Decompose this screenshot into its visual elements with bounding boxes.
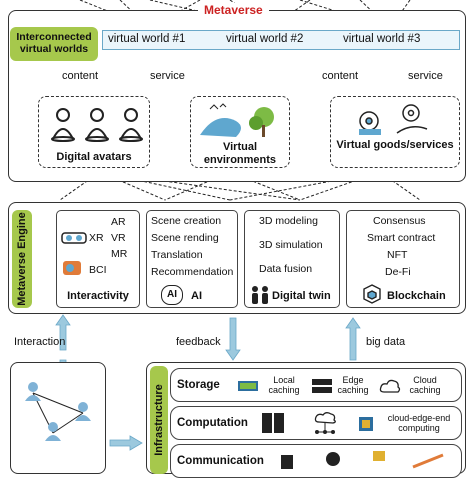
ai-title: AI xyxy=(191,290,202,302)
bci-label: BCI xyxy=(89,264,107,276)
blockchain-title: Blockchain xyxy=(387,290,446,302)
chip-icon xyxy=(359,417,373,431)
server-rack-icon xyxy=(262,413,284,433)
infrastructure-side-label: Infrastructure xyxy=(150,366,168,474)
avatars-icon xyxy=(51,108,143,142)
content-label-right: content xyxy=(322,70,359,82)
digital-twin-icon xyxy=(252,286,268,304)
vr-headset-icon xyxy=(61,232,87,244)
virtual-world-1: virtual world #1 xyxy=(108,33,186,45)
communication-title: Communication xyxy=(177,455,264,467)
engine-side-text: Metaverse Engine xyxy=(16,212,28,306)
blockchain-column: Consensus Smart contract NFT De-Fi Block… xyxy=(346,210,460,308)
computation-title: Computation xyxy=(177,417,248,429)
goods-services-icon xyxy=(359,104,428,135)
ai-item-scene-creation: Scene creation xyxy=(151,215,222,227)
ai-item-scene-rending: Scene rending xyxy=(151,232,219,244)
twin-item-3d-modeling: 3D modeling xyxy=(259,215,318,227)
digital-avatars-title: Digital avatars xyxy=(56,151,132,163)
digital-twin-column: 3D modeling 3D simulation Data fusion Di… xyxy=(244,210,340,308)
blockchain-item-defi: De-Fi xyxy=(385,266,411,278)
digital-avatars-box: Digital avatars xyxy=(38,96,150,168)
bci-icon xyxy=(63,261,81,275)
cloud-caching-icon xyxy=(379,379,401,393)
virtual-world-2: virtual world #2 xyxy=(226,33,304,45)
ai-badge-icon: AI xyxy=(161,285,183,305)
infrastructure-side-text: Infrastructure xyxy=(153,384,165,456)
blockchain-item-nft: NFT xyxy=(387,249,408,261)
users-network-box xyxy=(10,362,106,474)
local-caching-icon xyxy=(238,381,258,391)
twin-item-data-fusion: Data fusion xyxy=(259,263,313,275)
mr-label: MR xyxy=(111,248,128,260)
edge-caching-label: Edge caching xyxy=(337,375,369,395)
ai-item-translation: Translation xyxy=(151,249,203,261)
feedback-label: feedback xyxy=(176,336,221,348)
interaction-label: Interaction xyxy=(14,336,66,348)
virtual-world-3: virtual world #3 xyxy=(343,33,421,45)
virtual-worlds-bar xyxy=(102,30,460,50)
metaverse-title: Metaverse xyxy=(198,3,269,17)
ar-label: AR xyxy=(111,216,126,228)
virtual-environments-title: Virtual environments xyxy=(203,141,277,166)
cloud-caching-label: Cloud caching xyxy=(409,375,441,395)
edge-caching-icon xyxy=(312,379,332,393)
virtual-goods-title: Virtual goods/services xyxy=(336,139,454,151)
interactivity-column: XR AR VR MR BCI Interactivity xyxy=(56,210,140,308)
storage-title: Storage xyxy=(177,379,220,391)
vr-label: VR xyxy=(111,232,126,244)
interconnected-worlds-label: Interconnected virtual worlds xyxy=(10,27,98,61)
blockchain-item-smart-contract: Smart contract xyxy=(367,232,436,244)
users-network-icon xyxy=(25,382,91,441)
blockchain-item-consensus: Consensus xyxy=(373,215,426,227)
twin-item-3d-simulation: 3D simulation xyxy=(259,239,323,251)
communication-row: Communication xyxy=(170,444,462,478)
cloud-network-icon xyxy=(314,412,336,434)
ai-column: Scene creation Scene rending Translation… xyxy=(146,210,238,308)
big-data-label: big data xyxy=(366,336,406,348)
communication-icons xyxy=(281,451,444,469)
engine-side-label: Metaverse Engine xyxy=(12,210,32,308)
local-caching-label: Local caching xyxy=(268,375,300,395)
ai-item-recommendation: Recommendation xyxy=(151,266,234,278)
environment-icon xyxy=(200,103,274,137)
blockchain-icon xyxy=(363,284,381,304)
cloud-edge-end-label: cloud-edge-end computing xyxy=(387,413,451,433)
storage-row: Storage Local caching Edge caching Cloud… xyxy=(170,368,462,402)
service-label-left: service xyxy=(150,70,185,82)
virtual-goods-box: Virtual goods/services xyxy=(330,96,460,168)
content-label-left: content xyxy=(62,70,99,82)
digital-twin-title: Digital twin xyxy=(272,290,331,302)
computation-row: Computation cloud-edge-end computing xyxy=(170,406,462,440)
interactivity-title: Interactivity xyxy=(67,290,129,302)
virtual-environments-box: Virtual environments xyxy=(190,96,290,168)
service-label-right: service xyxy=(408,70,443,82)
xr-label: XR xyxy=(89,232,104,244)
